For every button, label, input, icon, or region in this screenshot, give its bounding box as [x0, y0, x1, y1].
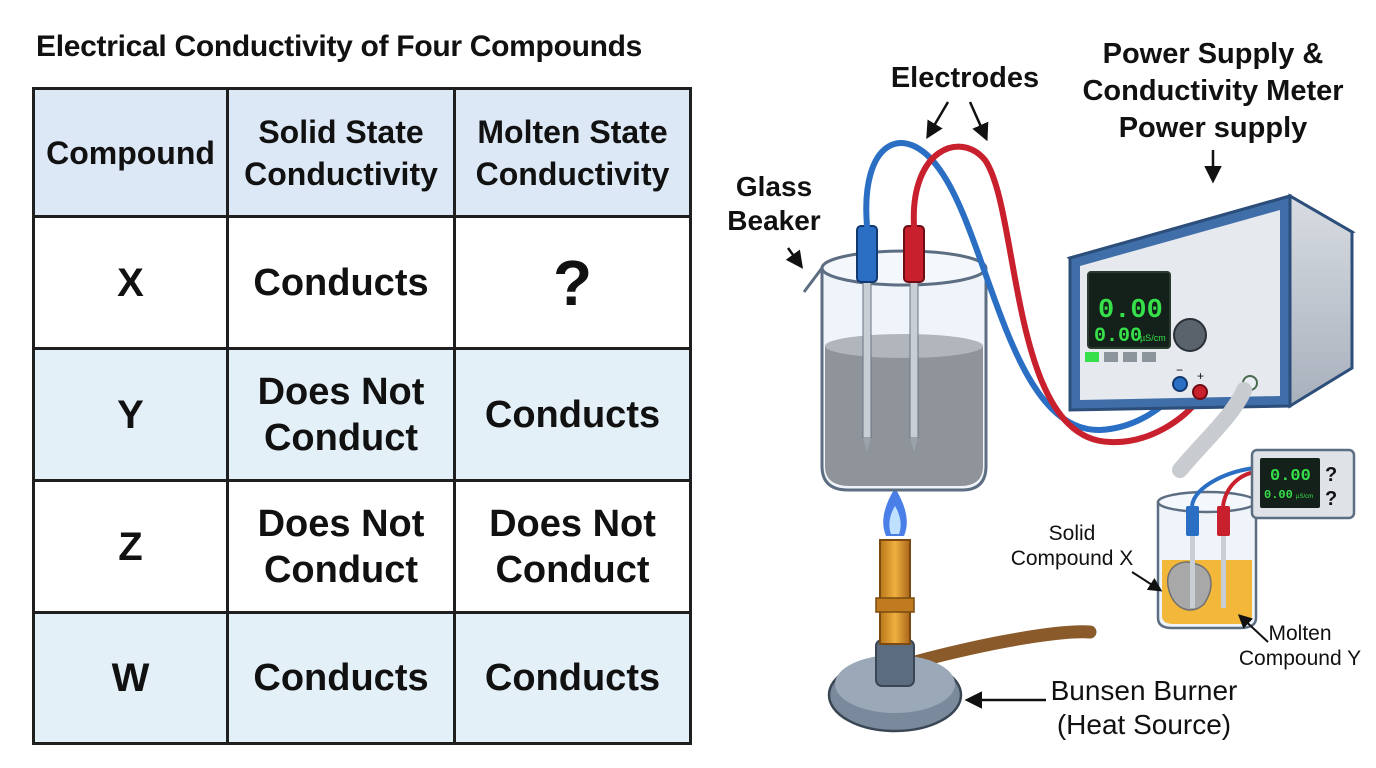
solid-compound-label: Solid Compound X: [1002, 521, 1142, 571]
conductivity-table: Compound Solid State Conductivity Molten…: [32, 87, 692, 745]
glass-beaker-label-line2: Beaker: [727, 205, 821, 236]
header-solid-state: Solid State Conductivity: [226, 87, 456, 218]
bunsen-burner-label-line2: (Heat Source): [1056, 709, 1232, 740]
compound-cell: X: [32, 215, 229, 350]
solid-cell: Conducts: [226, 611, 456, 745]
solid-cell: Conducts: [226, 215, 456, 350]
table-row: Y Does Not Conduct Conducts: [32, 347, 692, 482]
terminal-minus: −: [1176, 363, 1183, 377]
compound-cell: Y: [32, 347, 229, 482]
molten-cell: Does Not Conduct: [453, 479, 692, 614]
molten-cell: Conducts: [453, 347, 692, 482]
solid-compound-label-line2: Compound X: [1010, 547, 1134, 570]
molten-compound-label: Molten Compound Y: [1230, 621, 1370, 671]
electrodes: [856, 225, 925, 452]
inset-callout: [1156, 382, 1356, 630]
meter-reading-sub: 0.00: [1094, 325, 1142, 348]
apparatus-diagram: 0.00 0.00 µS/cm − + 0.00 0.00 µS/cm ? ?: [785, 101, 1356, 733]
page-title: Electrical Conductivity of Four Compound…: [36, 30, 643, 63]
power-supply-label-line3: Power supply: [1118, 112, 1308, 144]
red-wire: [910, 143, 1201, 446]
table-row: W Conducts Conducts: [32, 611, 692, 745]
glass-beaker-label-line1: Glass: [735, 171, 813, 202]
inset-unit: µS/cm: [1296, 494, 1313, 500]
dial-knob-icon: [1173, 318, 1207, 352]
table-row: Z Does Not Conduct Does Not Conduct: [32, 479, 692, 614]
blue-wire: [863, 140, 1183, 434]
solid-compound-label-line1: Solid: [1048, 522, 1096, 545]
meter-unit: µS/cm: [1140, 333, 1166, 343]
glass-beaker: [802, 249, 988, 492]
bunsen-burner: [827, 488, 1097, 733]
inset-question-1: ?: [1325, 464, 1337, 486]
glass-beaker-label: Glass Beaker: [718, 170, 830, 238]
electrodes-label: Electrodes: [890, 62, 1040, 94]
power-supply-label-line1: Power Supply &: [1102, 38, 1324, 70]
bunsen-burner-label: Bunsen Burner (Heat Source): [1044, 674, 1244, 742]
power-supply-meter: [1066, 193, 1356, 412]
compound-cell: W: [32, 611, 229, 745]
inset-reading-sub: 0.00: [1264, 488, 1293, 502]
power-supply-label-line2: Conductivity Meter: [1082, 75, 1344, 107]
molten-cell: ?: [453, 215, 692, 350]
molten-cell: Conducts: [453, 611, 692, 745]
inset-question-2: ?: [1325, 488, 1337, 510]
table-header-row: Compound Solid State Conductivity Molten…: [32, 87, 692, 218]
bunsen-burner-label-line1: Bunsen Burner: [1050, 675, 1238, 706]
compound-cell: Z: [32, 479, 229, 614]
meter-reading-main: 0.00: [1098, 296, 1163, 326]
table-row: X Conducts ?: [32, 215, 692, 350]
solid-cell: Does Not Conduct: [226, 347, 456, 482]
solid-cell: Does Not Conduct: [226, 479, 456, 614]
power-supply-label: Power Supply & Conductivity Meter Power …: [1068, 36, 1358, 147]
meter-display: [1087, 271, 1171, 349]
header-compound: Compound: [32, 87, 229, 218]
terminal-plus: +: [1197, 369, 1204, 383]
flame-icon: [883, 488, 907, 536]
header-molten-state: Molten State Conductivity: [453, 87, 692, 218]
molten-compound-label-line2: Compound Y: [1238, 647, 1362, 670]
molten-compound-label-line1: Molten: [1268, 622, 1332, 645]
inset-reading-main: 0.00: [1270, 467, 1311, 486]
